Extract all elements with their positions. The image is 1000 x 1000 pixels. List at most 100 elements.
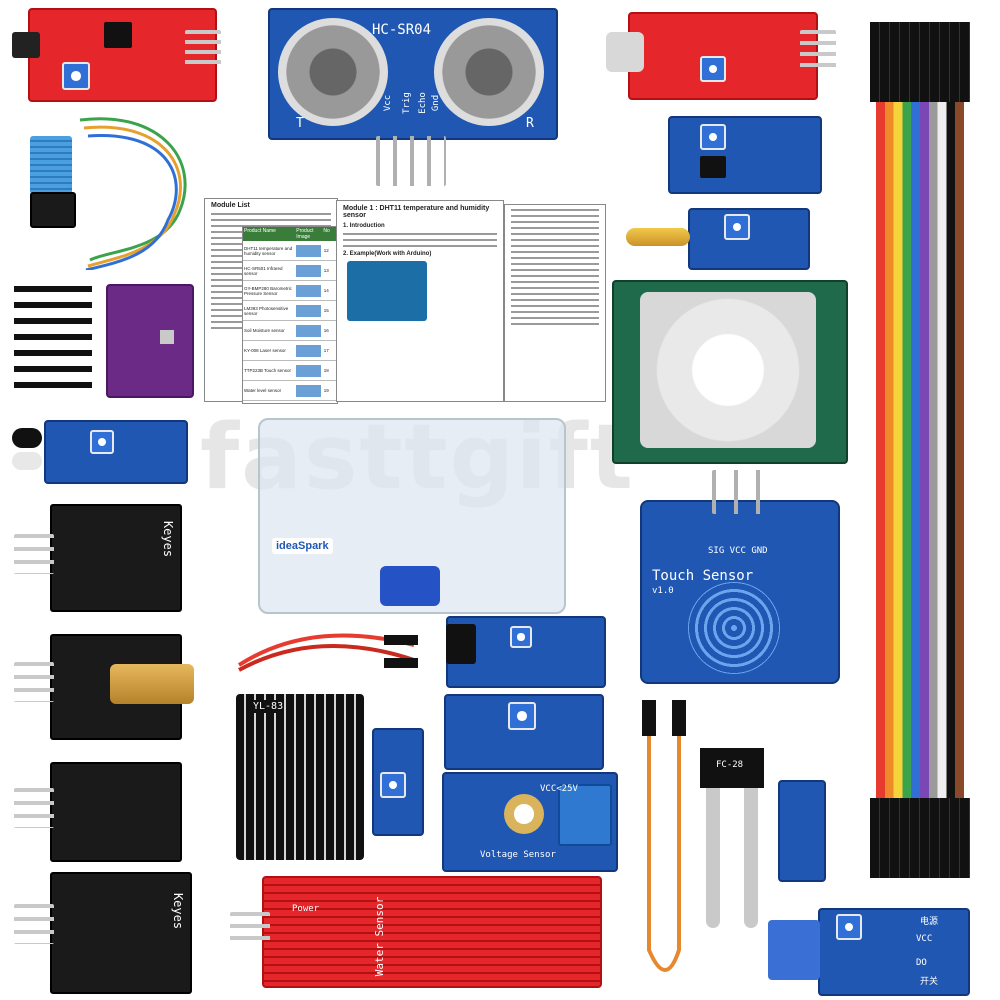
- arduino-diagram-icon: [347, 261, 427, 321]
- product-no: 17: [323, 348, 329, 353]
- table-row: Water level sensor 19: [243, 381, 337, 401]
- header-pins-icon: [14, 534, 54, 574]
- water-level-sensor: [262, 876, 602, 988]
- box-brand-label: ideaSpark: [272, 538, 333, 554]
- ir-led-clear-icon: [12, 452, 42, 470]
- chip-icon: [700, 156, 726, 178]
- pin-header-strip: [14, 286, 92, 398]
- header-pins-icon: [800, 30, 836, 74]
- voltage-vcc-label: VCC<25V: [540, 784, 578, 794]
- header-pins-icon: [14, 904, 54, 944]
- touch-sensor-pins-label: SIG VCC GND: [708, 546, 768, 556]
- product-name: LM393 Photosensitive sensor: [244, 305, 289, 316]
- potentiometer-icon: [510, 626, 532, 648]
- terminal-block-icon: [558, 784, 612, 846]
- potentiometer-icon: [724, 214, 750, 240]
- soil-label: FC-28: [716, 760, 744, 770]
- tilt-label-bottom: 开关: [920, 977, 939, 987]
- raindrop-sensor-board: [236, 694, 364, 860]
- water-power-label: Power: [292, 904, 320, 914]
- vertical-sensor-module: [778, 780, 826, 882]
- tilt-pin-vcc: VCC: [916, 934, 933, 944]
- keyes-module-2: [50, 872, 192, 994]
- example-heading: 2. Example(Work with Arduino): [343, 251, 432, 257]
- water-sensor-label: Water Sensor: [373, 896, 387, 977]
- laser-head-icon: [110, 664, 194, 704]
- product-image-icon: [296, 264, 321, 277]
- product-image-icon: [296, 284, 321, 297]
- dht11-wires: [79, 117, 187, 270]
- header-pins-icon: [185, 30, 221, 70]
- soil-moisture-probe: [700, 748, 764, 930]
- product-no: 13: [323, 268, 329, 273]
- raindrop-label: YL-83: [252, 700, 285, 713]
- product-image-icon: [296, 364, 321, 377]
- product-no: 19: [323, 388, 329, 393]
- pir-dome-icon: [640, 292, 816, 448]
- col-product-name: Product Name: [244, 228, 276, 234]
- tilt-switch-cylinder-icon: [626, 228, 690, 246]
- header-pins-icon: [14, 788, 54, 828]
- potentiometer-icon: [836, 914, 862, 940]
- table-row: LM393 Photosensitive sensor 15: [243, 301, 337, 321]
- touch-sensor-pins-icon: [712, 470, 766, 514]
- table-row: DHT11 temperature and humidity sensor 12: [243, 241, 337, 261]
- keyes-label-2: Keyes: [171, 892, 186, 930]
- product-name: KY-008 Laser sensor: [244, 348, 286, 353]
- sensor-head-icon: [12, 32, 40, 58]
- tilt-label-top: 电源: [920, 917, 939, 927]
- photoresistor-module: [668, 116, 822, 194]
- potentiometer-icon: [62, 62, 90, 90]
- col-no: No: [323, 228, 330, 234]
- product-no: 15: [323, 308, 329, 313]
- dht11-board: [30, 192, 76, 228]
- product-table-document: Product Name Product Image No DHT11 temp…: [242, 226, 338, 404]
- box-latch-icon: [380, 566, 440, 606]
- ultrasonic-pin-gnd: Gnd: [431, 94, 442, 112]
- ultrasonic-r-label: R: [526, 116, 534, 131]
- module-title: Module 1 : DHT11 temperature and humidit…: [343, 205, 490, 219]
- ir-pair-icon: [446, 624, 476, 664]
- table-row: GY-BMP280 Barometric Pressure Sensor 14: [243, 281, 337, 301]
- header-pins-icon: [14, 662, 54, 702]
- potentiometer-icon: [700, 124, 726, 150]
- bmp280-module: [106, 284, 194, 398]
- touch-sensor-title: Touch Sensor: [652, 568, 754, 584]
- ir-flame-module: [44, 420, 188, 484]
- potentiometer-icon: [380, 772, 406, 798]
- code-document: [504, 204, 606, 402]
- potentiometer-icon: [90, 430, 114, 454]
- ultrasonic-t-label: T: [296, 116, 304, 131]
- product-image-icon: [296, 244, 321, 257]
- product-no: 12: [323, 248, 329, 253]
- transducer-r-icon: [434, 18, 544, 126]
- bmp280-chip-icon: [160, 330, 174, 344]
- red-jumper-wires: [237, 633, 418, 672]
- product-no: 16: [323, 328, 329, 333]
- touch-sensor-version: v1.0: [652, 586, 674, 596]
- product-no: 14: [323, 288, 329, 293]
- potentiometer-icon: [508, 702, 536, 730]
- col-product-image: Product Image: [296, 228, 314, 240]
- table-row: KY-008 Laser sensor 17: [243, 341, 337, 361]
- product-image-icon: [296, 324, 321, 337]
- keyes-module-1: [50, 504, 182, 612]
- product-name: HC-SR501 Infrared sensor: [244, 265, 283, 276]
- ultrasonic-pins-icon: [376, 136, 446, 186]
- product-name: DHT11 temperature and humidity sensor: [244, 245, 293, 256]
- toc-title: Module List: [211, 202, 250, 209]
- ultrasonic-model-label: HC-SR04: [372, 22, 432, 38]
- voltage-label: Voltage Sensor: [480, 850, 556, 860]
- chip-icon: [104, 22, 132, 48]
- product-name: Water level sensor: [244, 388, 282, 393]
- ultrasonic-pin-echo: Echo: [417, 92, 428, 114]
- brass-hole-icon: [504, 794, 544, 834]
- orange-jumper-wire: [642, 700, 686, 972]
- product-name: GY-BMP280 Barometric Pressure Sensor: [244, 285, 292, 296]
- product-name: TTP223B Touch sensor: [244, 368, 291, 373]
- touch-pad-icon: [688, 582, 780, 674]
- ir-led-icon: [12, 428, 42, 448]
- vibration-switch-icon: [768, 920, 820, 980]
